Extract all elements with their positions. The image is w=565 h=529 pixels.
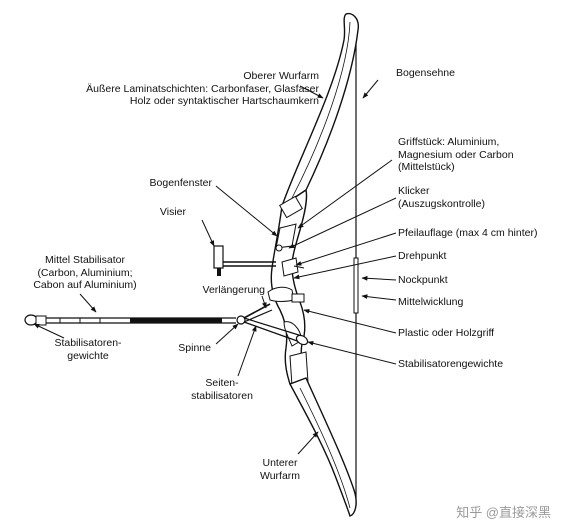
label-nockpunkt: Nockpunkt: [398, 274, 448, 286]
label-mittel-stabilisator: Mittel Stabilisator (Carbon, Aluminium; …: [33, 254, 137, 291]
label-visier: Visier: [159, 206, 186, 218]
upper-limb: [280, 12, 360, 208]
label-griffstueck: Griffstück: Aluminium, Magnesium oder Ca…: [398, 136, 514, 173]
label-plastic-holzgriff: Plastic oder Holzgriff: [398, 327, 495, 339]
label-oberer-wurfarm: Oberer Wurfarm Äußere Laminatschichten: …: [86, 70, 319, 107]
pointer-lines: [33, 79, 397, 455]
label-mittelwicklung: Mittelwicklung: [398, 296, 464, 308]
center-serving: [353, 257, 359, 314]
label-bogenfenster: Bogenfenster: [149, 177, 212, 189]
label-pfeilauflage: Pfeilauflage (max 4 cm hinter): [398, 227, 538, 239]
label-klicker: Klicker (Auszugskontrolle): [398, 185, 485, 210]
label-seitenstabilisatoren: Seiten- stabilisatoren: [191, 377, 253, 402]
lower-limb: [289, 377, 357, 517]
sight: [213, 245, 276, 276]
label-spinne: Spinne: [178, 342, 211, 354]
label-bogensehne: Bogensehne: [396, 67, 455, 79]
label-unterer-wurfarm: Unterer Wurfarm: [259, 457, 301, 482]
label-verlaengerung: Verlängerung: [202, 284, 265, 296]
label-stabilisatorengewichte-left: Stabilisatoren- gewichte: [54, 337, 122, 362]
watermark: 知乎 @直接深黑: [456, 505, 551, 520]
label-stabilisatorengewichte-right: Stabilisatorengewichte: [398, 358, 504, 370]
v-bar: [236, 303, 309, 346]
center-stabilizer: [24, 314, 236, 326]
label-drehpunkt: Drehpunkt: [398, 250, 447, 262]
